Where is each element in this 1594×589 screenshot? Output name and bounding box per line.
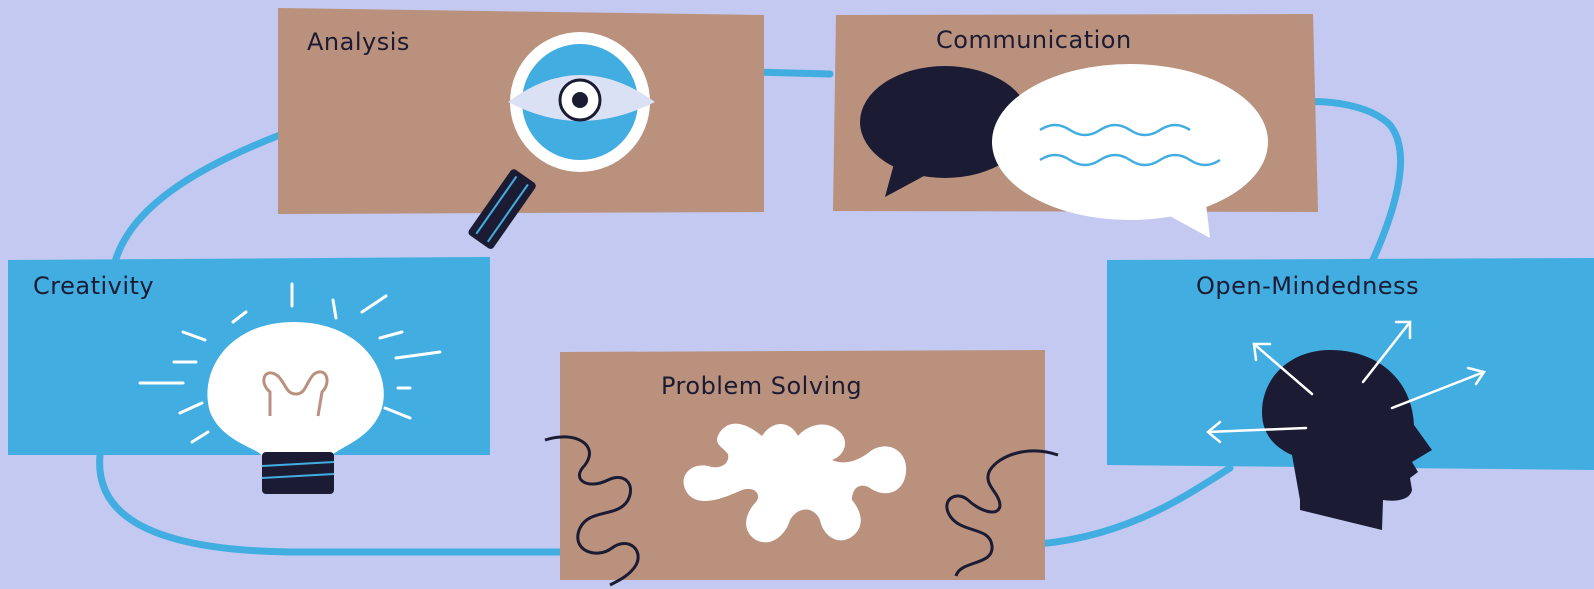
card-problem-solving [544, 350, 1059, 587]
card-title-open-mindedness: Open-Mindedness [1196, 272, 1420, 300]
card-title-analysis: Analysis [307, 28, 410, 56]
connecting-loop [96, 68, 1404, 556]
speech-bubbles-icon [860, 64, 1268, 238]
puzzle-piece-icon [544, 423, 1059, 587]
card-creativity [8, 257, 490, 494]
lightbulb-icon [138, 282, 442, 494]
card-communication [833, 14, 1318, 238]
magnifier-eye-icon [468, 32, 655, 249]
card-open-mindedness [1107, 258, 1594, 530]
card-analysis [278, 8, 764, 249]
card-title-communication: Communication [936, 26, 1132, 54]
head-arrows-icon [1206, 320, 1487, 530]
card-title-problem-solving: Problem Solving [661, 372, 863, 400]
card-title-creativity: Creativity [33, 272, 155, 300]
